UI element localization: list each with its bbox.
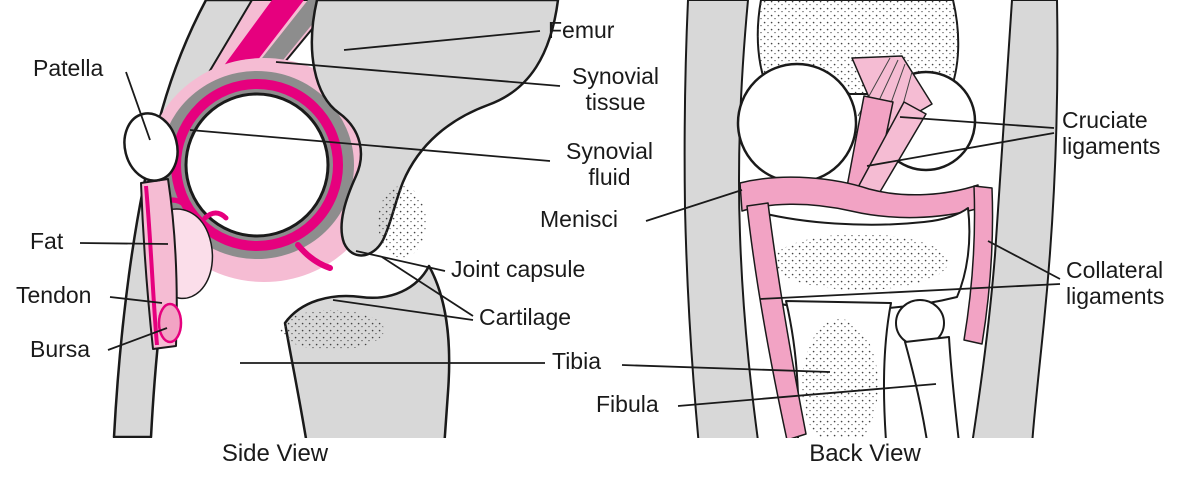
leader-cruciate-upper — [899, 116, 1055, 129]
femur-side-shape — [310, 0, 560, 257]
leader-collateral-right — [987, 240, 1061, 280]
leader-tibia-right — [621, 364, 831, 373]
leader-cartilage-lower — [332, 299, 474, 321]
leader-synovial-tissue — [275, 61, 561, 87]
back-leg-right-outline-shape — [971, 0, 1059, 438]
side-view-illustration — [112, 0, 560, 438]
label-menisci: Menisci — [540, 206, 618, 232]
tibia-shaft-stipple — [802, 319, 878, 438]
label-patella: Patella — [33, 55, 104, 81]
label-cartilage: Cartilage — [479, 304, 572, 330]
leader-cartilage-upper — [381, 256, 474, 317]
label-fibula: Fibula — [596, 391, 659, 417]
leader-tendon — [109, 296, 163, 304]
bursa-shape — [157, 302, 183, 344]
condyle-left-shape — [736, 62, 858, 184]
label-tendon: Tendon — [16, 282, 92, 308]
caption-side-view: Side View — [221, 440, 329, 467]
leader-joint-capsule — [355, 250, 446, 272]
femur-stipple-patch — [378, 186, 426, 258]
leader-menisci — [645, 189, 743, 222]
tibia-plateau-stipple — [772, 234, 948, 290]
leader-bursa — [107, 327, 168, 351]
tibia-side-shape — [283, 264, 451, 438]
label-synovial-tissue: Synovial tissue — [572, 63, 659, 115]
leader-synovial-fluid — [189, 129, 551, 162]
collateral-ligament-right-shape — [963, 185, 994, 345]
label-tibia: Tibia — [552, 348, 601, 374]
label-collateral-ligaments: Collateral ligaments — [1066, 257, 1165, 309]
condyle-membrane-squiggle — [295, 242, 333, 271]
cruciate-fan-hatch — [857, 57, 913, 131]
back-view-illustration — [683, 0, 1059, 438]
caption-back-view: Back View — [809, 440, 921, 467]
label-bursa: Bursa — [30, 336, 91, 362]
label-fat: Fat — [30, 228, 64, 254]
leader-cruciate-lower — [866, 132, 1055, 167]
leader-collateral-left — [759, 283, 1061, 300]
fibula-shaft-shape — [904, 336, 960, 438]
leader-patella — [125, 71, 151, 141]
patella-shape — [123, 112, 179, 182]
label-joint-capsule: Joint capsule — [451, 256, 586, 282]
leader-lines — [79, 30, 1061, 407]
patellar-tendon-magenta-edge — [144, 185, 159, 346]
label-cruciate-ligaments: Cruciate ligaments — [1062, 107, 1161, 159]
leader-femur — [343, 30, 541, 51]
leader-fibula — [677, 383, 937, 407]
label-synovial-fluid: Synovial fluid — [566, 138, 653, 190]
collateral-ligament-left-shape — [746, 202, 807, 438]
femoral-condyle-shape — [184, 92, 330, 238]
label-femur: Femur — [548, 17, 615, 43]
leader-fat — [79, 242, 169, 245]
tibia-stipple-patch — [280, 310, 384, 350]
